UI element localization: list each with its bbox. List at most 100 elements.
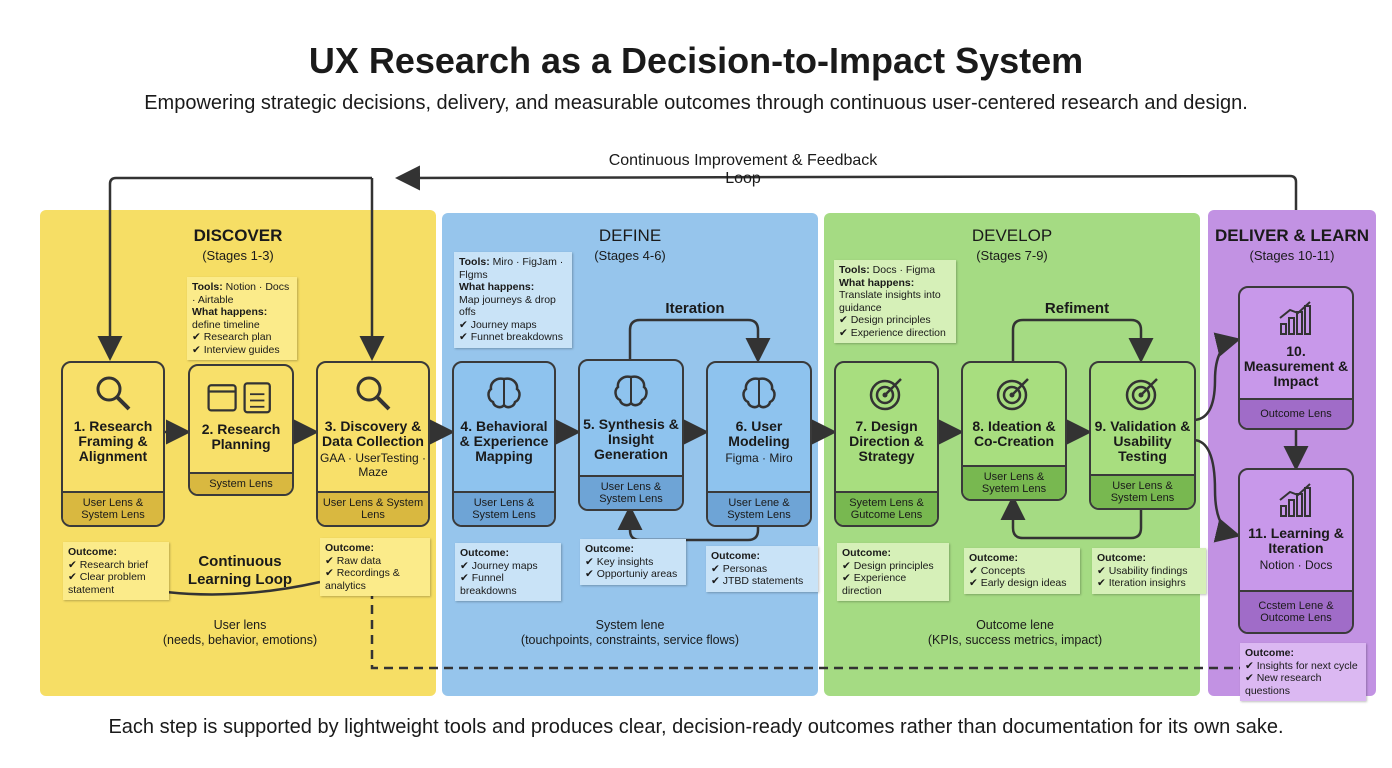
phase-stages: (Stages 1-3)	[202, 248, 274, 263]
card-title: 9. Validation & Usability Testing	[1094, 418, 1191, 464]
outcome-item: ✔ New research questions	[1245, 672, 1322, 697]
what-text: Map journeys & drop offs	[459, 293, 556, 319]
phase-define-header: DEFINE (Stages 4-6)	[442, 226, 818, 276]
card-tools: GAA · UserTesting · Maze	[319, 451, 427, 479]
phase-stages: (Stages 7-9)	[976, 248, 1048, 263]
footer-note: Each step is supported by lightweight to…	[108, 716, 1284, 738]
tools-note-define: Tools: Miro · FigJam · Flgms What happen…	[454, 252, 572, 348]
magnifier-icon	[96, 376, 131, 411]
bar-chart-icon	[1279, 301, 1311, 335]
stage-card-4[interactable]: 4. Behavioral & Experience Mapping User …	[452, 361, 556, 527]
card-body: 6. User Modeling Figma · Miro	[708, 363, 810, 491]
card-title: 1. Research Framing & Alignment	[73, 418, 153, 464]
page-subtitle: Empowering strategic decisions, delivery…	[144, 92, 1248, 114]
card-body: 11. Learning & Iteration Notion · Docs	[1240, 470, 1352, 590]
lens-detail: (touchpoints, constraints, service flows…	[520, 633, 740, 647]
stage-card-11[interactable]: 11. Learning & Iteration Notion · Docs C…	[1238, 468, 1354, 634]
outcome-note-9: Outcome: ✔ Usability findings ✔ Iteratio…	[1092, 548, 1206, 594]
card-lens: User Lens & System Lens	[318, 491, 428, 525]
card-lens: System Lens	[190, 472, 292, 494]
outcome-label: Outcome:	[1097, 552, 1147, 564]
card-body: 2. Research Planning	[190, 366, 292, 472]
card-title: 6. User Modeling	[728, 418, 790, 449]
tools-text: Miro · FigJam · Flgms	[459, 256, 564, 281]
tools-note-discover: Tools: Notion · Docs · Airtable What hap…	[187, 277, 297, 360]
card-title: 2. Research Planning	[201, 421, 281, 452]
note-item: ✔ Funnet breakdowns	[459, 331, 563, 343]
card-title: 5. Synthesis & Insight Generation	[583, 416, 679, 462]
outcome-item: ✔ Design principles	[842, 559, 934, 572]
what-label: What happens:	[459, 281, 535, 293]
outcome-label: Outcome:	[325, 542, 375, 554]
outcome-item: ✔ Usability findings	[1097, 564, 1188, 577]
outcome-label: Outcome:	[969, 552, 1019, 564]
card-lens: User Lens & System Lens	[1091, 474, 1194, 508]
lens-name: User lens	[213, 618, 267, 632]
what-label: What happens:	[839, 276, 915, 289]
note-item: ✔ Interview guides	[192, 343, 280, 356]
note-item: ✔ Design principles	[839, 314, 931, 326]
card-body: 7. Design Direction & Strategy	[836, 363, 937, 491]
stage-card-1[interactable]: 1. Research Framing & Alignment User Len…	[61, 361, 165, 527]
card-lens: Outcome Lens	[1240, 398, 1352, 428]
card-lens: User Lens & System Lens	[580, 475, 682, 509]
stage-card-7[interactable]: 7. Design Direction & Strategy Syetem Le…	[834, 361, 939, 527]
brain-icon	[742, 377, 776, 409]
card-tools: Notion · Docs	[1259, 558, 1333, 572]
card-body: 5. Synthesis & Insight Generation	[580, 361, 682, 475]
lens-detail: (needs, behavior, emotions)	[162, 633, 318, 647]
card-body: 4. Behavioral & Experience Mapping	[454, 363, 554, 491]
card-body: 8. Ideation & Co-Creation	[963, 363, 1065, 465]
stage-card-8[interactable]: 8. Ideation & Co-Creation User Lens & Sy…	[961, 361, 1067, 501]
stage-card-10[interactable]: 10. Measurement & Impact Outcome Lens	[1238, 286, 1354, 430]
stage-card-6[interactable]: 6. User Modeling Figma · Miro User Lene …	[706, 361, 812, 527]
what-label: What happens:	[192, 306, 268, 318]
outcome-label: Outcome:	[68, 546, 118, 558]
card-tools: Figma · Miro	[725, 451, 793, 465]
card-title: 8. Ideation & Co-Creation	[972, 418, 1056, 449]
lens-name: Outcome lene	[976, 618, 1054, 632]
outcome-item: ✔ Opportuniy areas	[585, 568, 678, 580]
magnifier-icon	[356, 376, 391, 411]
iteration-loop-label: Iteration	[665, 300, 725, 317]
phase-title: DEVELOP	[971, 226, 1053, 245]
brain-icon	[487, 377, 521, 409]
stage-card-9[interactable]: 9. Validation & Usability Testing User L…	[1089, 361, 1196, 510]
learning-loop-label: Continuous Learning Loop	[187, 553, 293, 588]
outcome-item: ✔ Funnel breakdowns	[460, 572, 517, 597]
phase-title: DISCOVER	[193, 226, 283, 245]
outcome-item: ✔ Concepts	[969, 564, 1026, 577]
lens-name: System lene	[595, 618, 665, 632]
outcome-item: ✔ Early design ideas	[969, 577, 1067, 589]
calendar-clipboard-icon	[207, 382, 271, 414]
lens-caption-develop: Outcome lene (KPIs, success metrics, imp…	[890, 618, 1140, 648]
phase-title: DEFINE	[598, 226, 662, 245]
outcome-label: Outcome:	[842, 547, 892, 559]
target-icon	[996, 378, 1029, 411]
phase-stages: (Stages 10-11)	[1249, 248, 1335, 263]
outcome-item: ✔ Key insights	[585, 555, 654, 568]
outcome-item: ✔ Iteration insighrs	[1097, 577, 1186, 589]
outcome-label: Outcome:	[711, 550, 761, 562]
tools-label: Tools:	[839, 264, 870, 276]
stage-card-5[interactable]: 5. Synthesis & Insight Generation User L…	[578, 359, 684, 511]
outcome-item: ✔ Personas	[711, 562, 768, 575]
outcome-note-6: Outcome: ✔ Personas ✔ JTBD statements	[706, 546, 818, 592]
outcome-item: ✔ Journey maps	[460, 559, 538, 572]
tools-text: Docs · Figma	[872, 264, 936, 276]
tools-note-develop: Tools: Docs · Figma What happens: Transl…	[834, 260, 956, 343]
card-lens: User Lene & System Lens	[708, 491, 810, 525]
card-title: 10. Measurement & Impact	[1243, 343, 1349, 389]
phase-discover-header: DISCOVER (Stages 1-3)	[40, 226, 436, 276]
stage-card-3[interactable]: 3. Discovery & Data Collection GAA · Use…	[316, 361, 430, 527]
outcome-item: ✔ Experience direction	[842, 572, 907, 597]
target-icon	[1125, 378, 1158, 411]
tools-text: Notion · Docs · Airtable	[192, 281, 290, 306]
outcome-item: ✔ JTBD statements	[711, 575, 804, 587]
stage-card-2[interactable]: 2. Research Planning System Lens	[188, 364, 294, 496]
card-lens: User Lens & Syetem Lens	[963, 465, 1065, 499]
card-lens: Ccstem Lene & Outcome Lens	[1240, 590, 1352, 632]
outcome-note-4: Outcome: ✔ Journey maps ✔ Funnel breakdo…	[455, 543, 561, 601]
phase-title: DELIVER & LEARN	[1215, 226, 1369, 245]
card-body: 10. Measurement & Impact	[1240, 288, 1352, 398]
